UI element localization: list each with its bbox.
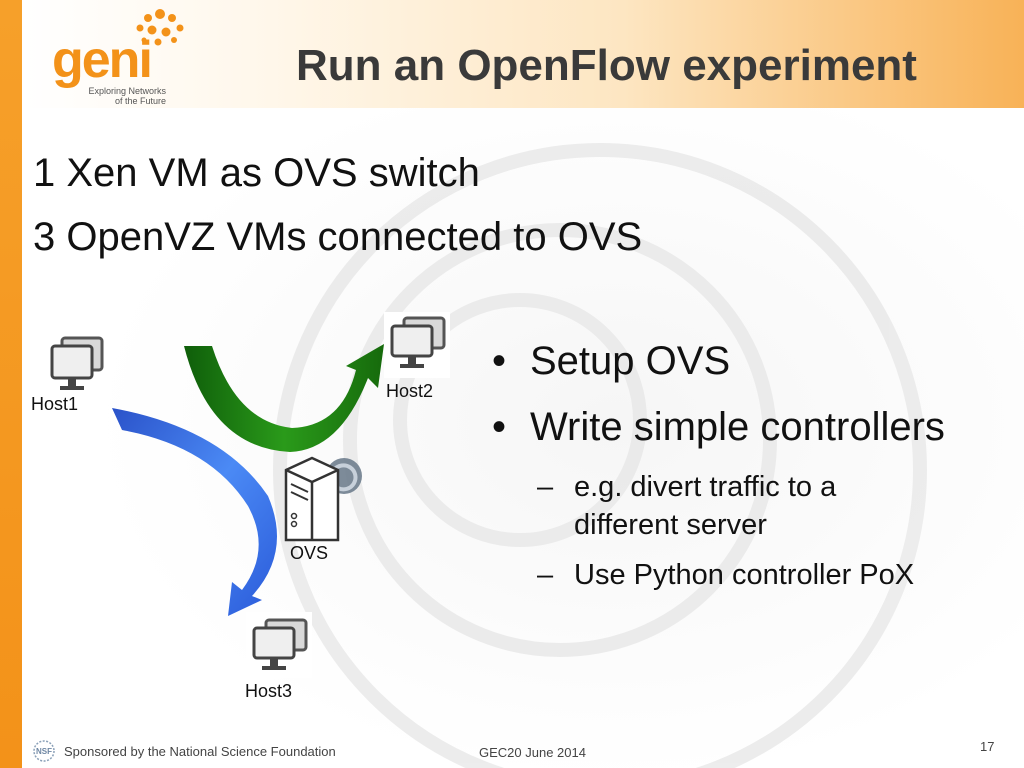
logo-dots-icon: [136, 9, 184, 46]
sub-bullet-dash: –: [537, 471, 554, 503]
bullet-item: • Write simple controllers: [492, 402, 1012, 452]
intro-line-1: 1 Xen VM as OVS switch: [33, 151, 480, 195]
slide-title: Run an OpenFlow experiment: [296, 41, 917, 90]
sub-bullet-text: e.g. divert traffic to a different serve…: [574, 471, 837, 541]
sub-bullet-item: – Use Python controller PoX: [537, 556, 1012, 594]
host1-node: [46, 332, 112, 398]
bullet-text: Write simple controllers: [530, 405, 945, 449]
nsf-logo-icon: NSF: [33, 740, 55, 762]
geni-logo: geni Exploring Networks of the Future: [52, 6, 192, 106]
intro-line-2: 3 OpenVZ VMs connected to OVS: [33, 215, 643, 259]
logo-tagline-line1: Exploring Networks: [88, 86, 166, 96]
sub-bullet-item: – e.g. divert traffic to a different ser…: [537, 468, 864, 544]
host3-monitor-icon: [252, 618, 308, 670]
green-flow-arrow: [184, 344, 384, 452]
sub-bullet-text: Use Python controller PoX: [574, 559, 915, 591]
bullet-list: • Setup OVS • Write simple controllers –…: [492, 336, 1012, 606]
blue-flow-arrow: [112, 408, 277, 616]
host1-monitor-icon: [50, 336, 104, 390]
bullet-text: Setup OVS: [530, 339, 731, 383]
server-tower-icon: [284, 456, 362, 542]
nsf-logo-text: NSF: [36, 747, 52, 756]
logo-tagline-line2: of the Future: [114, 96, 166, 106]
ovs-label: OVS: [290, 543, 329, 563]
host1-label: Host1: [31, 394, 79, 414]
footer-sponsor: Sponsored by the National Science Founda…: [64, 744, 336, 759]
host2-label: Host2: [386, 381, 434, 401]
page-number: 17: [980, 739, 995, 754]
host2-node: [384, 312, 450, 378]
host3-node: [246, 612, 312, 678]
bullet-dot: •: [492, 405, 507, 449]
topology-diagram: Host1 Host2 OVS: [0, 300, 480, 720]
bullet-dot: •: [492, 339, 507, 383]
sub-bullet-dash: –: [537, 559, 554, 591]
logo-wordmark: geni: [52, 31, 153, 89]
left-accent-bar: [0, 0, 22, 768]
bullet-item: • Setup OVS: [492, 336, 1012, 386]
host2-monitor-icon: [390, 316, 446, 368]
logo-tagline: Exploring Networks of the Future: [88, 86, 166, 106]
topology-arrows: [112, 344, 384, 616]
header-band: [22, 0, 1024, 108]
footer-event: GEC20 June 2014: [479, 745, 586, 760]
ovs-node: [282, 452, 372, 542]
host3-label: Host3: [245, 681, 293, 701]
